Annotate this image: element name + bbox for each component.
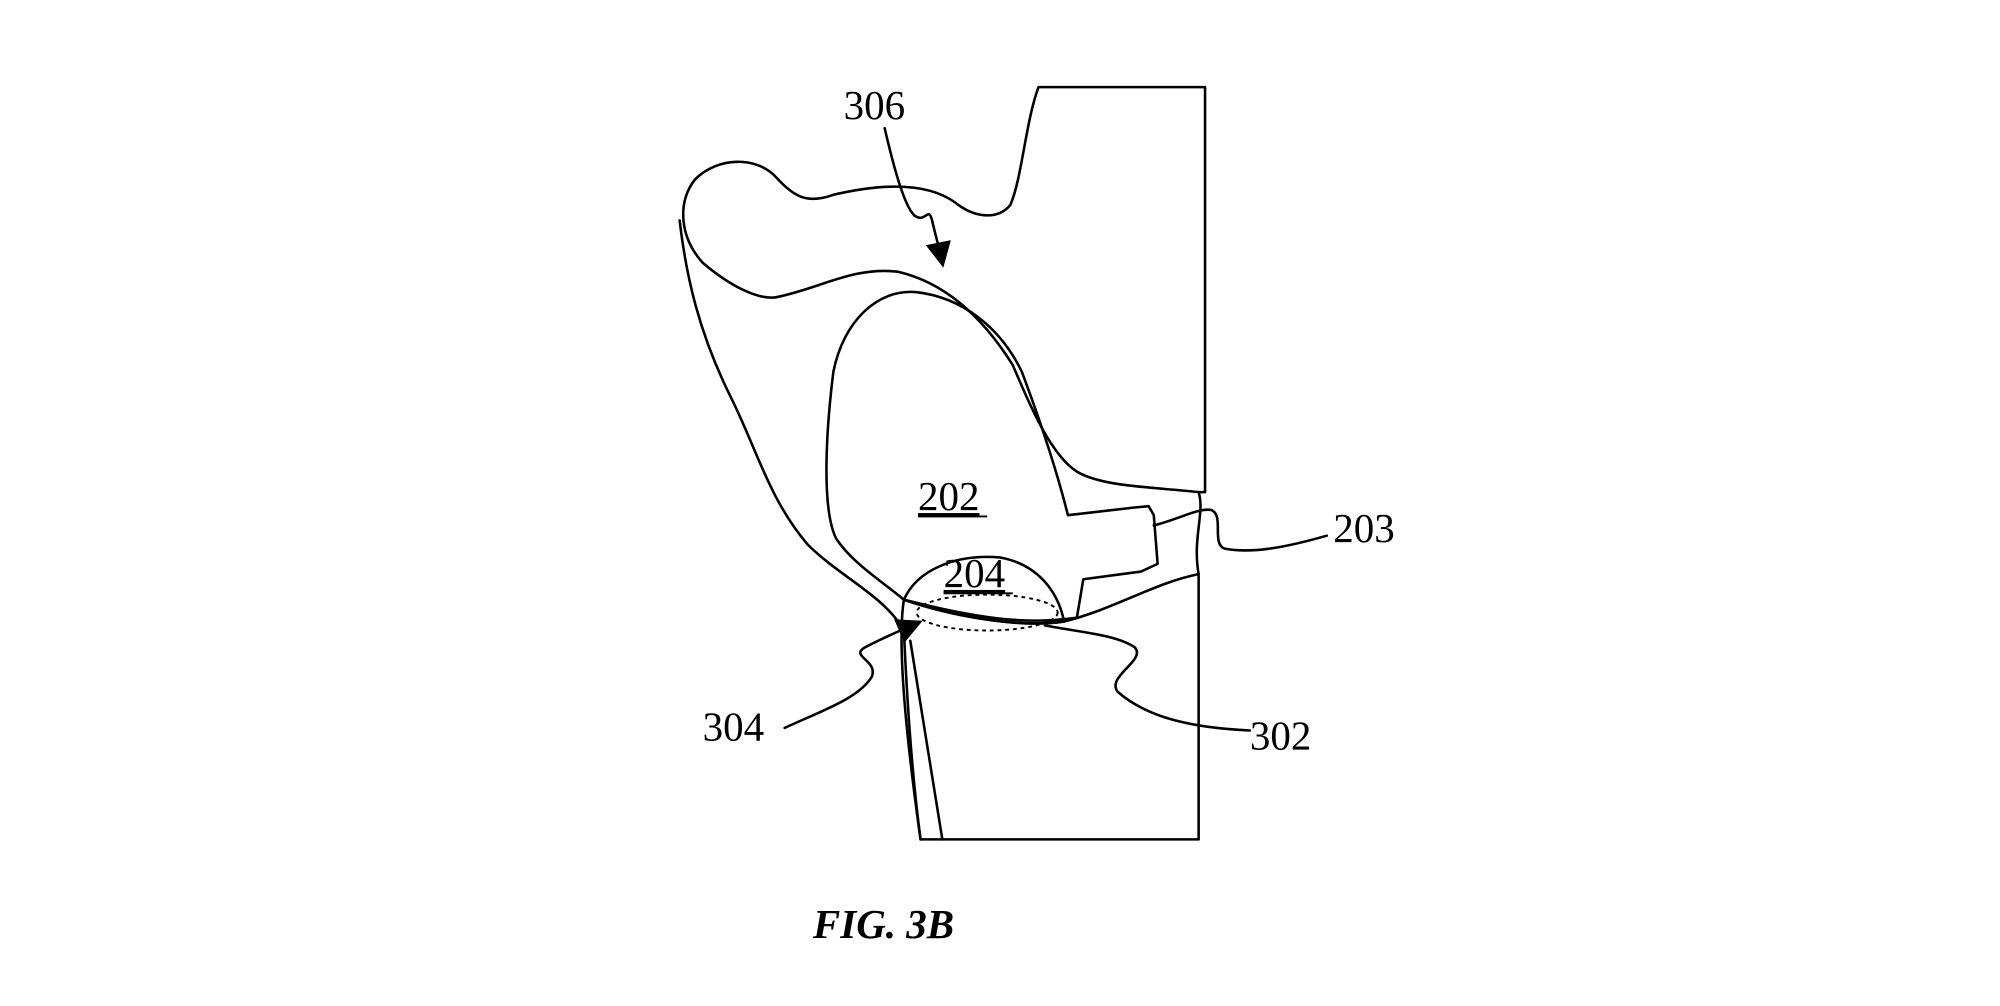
label-202: 202 <box>918 473 980 519</box>
leader-304 <box>783 619 923 730</box>
earbud-body <box>825 290 1159 622</box>
label-306: 306 <box>844 82 906 128</box>
right-edge-line <box>1195 490 1202 576</box>
leader-203 <box>1152 508 1329 552</box>
lower-ear-tissue <box>900 572 1200 841</box>
label-204: 204 <box>944 550 1006 596</box>
upper-ear-tissue <box>682 85 1207 494</box>
canal-wall-line <box>909 639 944 841</box>
leader-302 <box>1043 624 1252 732</box>
label-302: 302 <box>1250 713 1312 759</box>
leader-306 <box>883 126 951 268</box>
ear-outline <box>678 219 922 841</box>
ear-tip <box>902 555 1066 625</box>
contact-region-outline <box>915 593 1059 632</box>
label-304: 304 <box>703 704 765 750</box>
figure-caption: FIG. 3B <box>812 901 954 947</box>
label-203: 203 <box>1333 505 1395 551</box>
